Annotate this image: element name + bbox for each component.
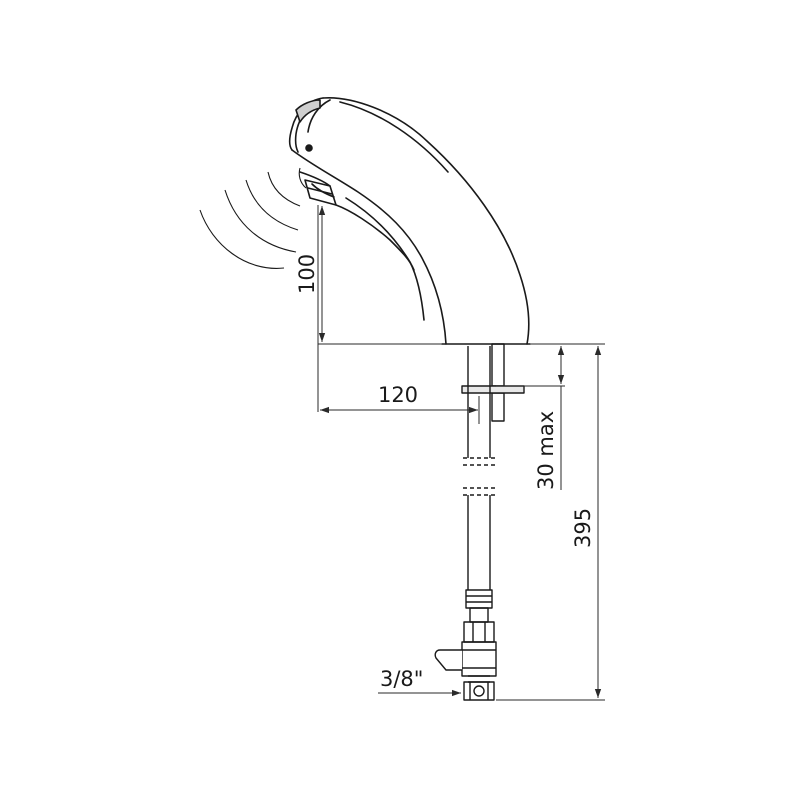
sensor-window — [295, 99, 321, 123]
dimension-labels: 100 120 30 max 395 3/8" — [295, 254, 595, 691]
faucet-spout — [288, 97, 531, 345]
flexible-hose — [467, 346, 491, 458]
valve-body — [461, 641, 497, 677]
label-connection-size: 3/8" — [380, 667, 423, 691]
hose-fitting — [465, 589, 493, 609]
aerator-outlet — [304, 179, 337, 206]
supply-assembly — [434, 343, 525, 701]
label-spout-height: 100 — [295, 254, 319, 294]
dimension-lines — [317, 205, 605, 701]
threaded-shank — [491, 343, 505, 387]
label-overall-length: 395 — [571, 508, 595, 548]
label-spout-reach: 120 — [378, 383, 418, 407]
label-deck-thickness: 30 max — [534, 411, 558, 490]
sensor-detection-arcs — [199, 167, 307, 269]
mounting-plate — [461, 385, 525, 394]
connection-nut — [463, 681, 495, 701]
spout-front-contour — [291, 149, 447, 345]
valve-handle — [434, 649, 462, 671]
spout-back-contour — [322, 97, 530, 345]
union-nut — [463, 621, 495, 643]
